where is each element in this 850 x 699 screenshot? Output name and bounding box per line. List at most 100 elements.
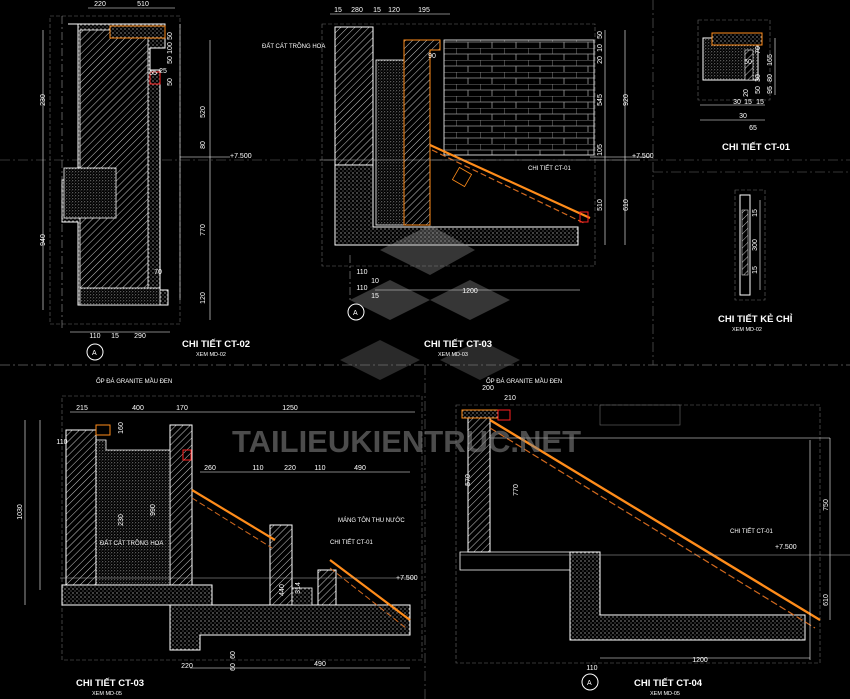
dim-ct03-bottom-19: 60 [230, 663, 237, 671]
title-ct01: CHI TIẾT CT-01 [722, 142, 791, 153]
dim-ct03-top-16: 10 [371, 278, 379, 285]
dim-ct03-top-12: 920 [623, 94, 630, 106]
detail-ct04 [459, 404, 850, 660]
dim-ct03-bottom-18: 60 [230, 651, 237, 659]
dim-ct02-4: 100 [167, 42, 174, 54]
dim-ct04-7: 110 [586, 665, 597, 672]
dim-ct03-bottom-5: 110 [56, 439, 67, 446]
dim-ct01-12: 30 [739, 113, 747, 120]
dim-ct01-10: 15 [744, 99, 752, 106]
dim-ct02-17: 15 [111, 333, 119, 340]
dim-ct03-bottom-15: 440 [279, 584, 286, 596]
dim-ct03-top-3: 15 [373, 7, 381, 14]
subtitle-ke-chi: XEM MD-02 [732, 327, 762, 333]
dim-ct03-bottom-10: 110 [314, 465, 325, 472]
detail-ke-chi [739, 194, 761, 296]
dim-ct02-11: 80 [200, 141, 207, 149]
dim-ke-chi-2: 300 [752, 239, 759, 251]
dim-ct02-3: 50 [167, 32, 174, 40]
axis-markers [86, 303, 599, 691]
dim-ct02-2: 510 [137, 1, 149, 8]
dim-ct03-top-8: 10 [597, 44, 604, 52]
dim-ct04-6: 610 [823, 594, 830, 606]
note-mang-ton: MÁNG TÔN THU NƯỚC [338, 517, 405, 524]
dim-ct03-top-17: 110 [356, 285, 367, 292]
dim-ct02-1: 220 [94, 1, 106, 8]
dim-ct04-3: 570 [465, 474, 472, 486]
dim-ct03-top-14: 610 [623, 199, 630, 211]
dim-ct03-bottom-14: 230 [118, 514, 125, 526]
detail-ct01 [700, 32, 776, 121]
dim-ct03-top-13: 510 [597, 199, 604, 211]
dim-ct03-top-11: 105 [597, 144, 604, 156]
dim-ct01-8: 20 [743, 89, 750, 97]
dim-ct03-top-4: 120 [388, 7, 400, 14]
dim-ct03-bottom-16: 314 [295, 582, 302, 594]
dim-ct03-top-19: 1200 [462, 288, 478, 295]
note-ref-ct01-top: CHI TIẾT CT-01 [528, 165, 571, 172]
dim-ct02-16: 110 [89, 333, 100, 340]
dim-ct03-bottom-6: 160 [118, 422, 125, 434]
dim-ct03-top-7: 50 [597, 31, 604, 39]
watermark-text: TAILIEUKIENTRUC.NET [232, 424, 581, 459]
dim-ct03-bottom-3: 170 [176, 405, 188, 412]
watermark-logo [340, 225, 520, 380]
dim-ct03-bottom-9: 220 [284, 465, 296, 472]
dim-ct02-6: 25 [159, 68, 167, 75]
note-dat-cat-top: ĐẤT CÁT TRỒNG HOA [262, 43, 325, 50]
note-granite-left: ỐP ĐÁ GRANITE MẦU ĐEN [96, 378, 172, 385]
dim-ct03-bottom-8: 110 [252, 465, 263, 472]
dim-ct03-bottom-20: 490 [314, 661, 326, 668]
note-granite-right: ỐP ĐÁ GRANITE MẦU ĐEN [486, 378, 562, 385]
dim-ct03-top-15: 110 [356, 269, 367, 276]
dim-ct03-bottom-2: 400 [132, 405, 144, 412]
dim-ct02-10: 520 [200, 106, 207, 118]
dim-ct01-6: 95 [767, 86, 774, 94]
dim-ct02-15: 120 [200, 292, 207, 304]
axis-label-2: A [353, 310, 358, 317]
dim-ct03-bottom-1: 215 [76, 405, 88, 412]
subtitle-ct03-top: XEM MD-03 [438, 352, 468, 358]
note-ref-ct01-left: CHI TIẾT CT-01 [330, 539, 373, 546]
dim-ct02-7: 50 [167, 78, 174, 86]
dim-ct03-top-1: 15 [334, 7, 342, 14]
dim-ct04-5: 750 [823, 499, 830, 511]
dim-ct03-top-9: 20 [597, 56, 604, 64]
title-ct02: CHI TIẾT CT-02 [182, 339, 250, 350]
subtitle-ct03-bottom: XEM MD-05 [92, 691, 122, 697]
title-ke-chi: CHI TIẾT KẺ CHỈ [718, 313, 793, 325]
dim-ct03-bottom-4: 1250 [282, 405, 298, 412]
dim-ct02-9: 230 [40, 94, 47, 106]
dim-ct04-8: 1200 [692, 657, 708, 664]
dim-ct03-top-10: 545 [597, 94, 604, 106]
dim-ct03-top-5: 195 [418, 7, 430, 14]
dim-ct02-18: 290 [134, 333, 146, 340]
dim-ct04-2: 210 [504, 395, 516, 402]
dim-ct03-bottom-13: 1030 [17, 504, 24, 520]
dim-ct01-9: 30 [733, 99, 741, 106]
dim-ct02-14: 70 [154, 269, 162, 276]
dim-ct01-5: 50 [755, 86, 762, 94]
title-ct03-bottom: CHI TIẾT CT-03 [76, 678, 144, 689]
dim-ct02-12: 770 [200, 224, 207, 236]
dim-ct03-bottom-17: 220 [181, 663, 193, 670]
dim-ct01-2: 165 [767, 54, 774, 66]
note-ref-ct01-right: CHI TIẾT CT-01 [730, 528, 773, 535]
dim-ct01-11: 15 [756, 99, 764, 106]
dim-ct04-1: 200 [482, 385, 494, 392]
title-ct03-top: CHI TIẾT CT-03 [424, 339, 492, 350]
detail-ct03-bottom [24, 411, 415, 669]
subtitle-ct04: XEM MD-05 [650, 691, 680, 697]
axis-label-3: A [587, 680, 592, 687]
dim-ct02-8: 65 [149, 70, 157, 77]
axis-label-1: A [92, 350, 97, 357]
dim-ct01-4: 80 [767, 74, 774, 82]
dim-ct03-bottom-11: 490 [354, 465, 366, 472]
dim-ke-chi-1: 15 [752, 209, 759, 217]
dim-ct03-top-18: 15 [371, 293, 379, 300]
dim-ct01-7: 50 [744, 59, 752, 66]
dim-ct01-1: 70 [755, 46, 762, 54]
